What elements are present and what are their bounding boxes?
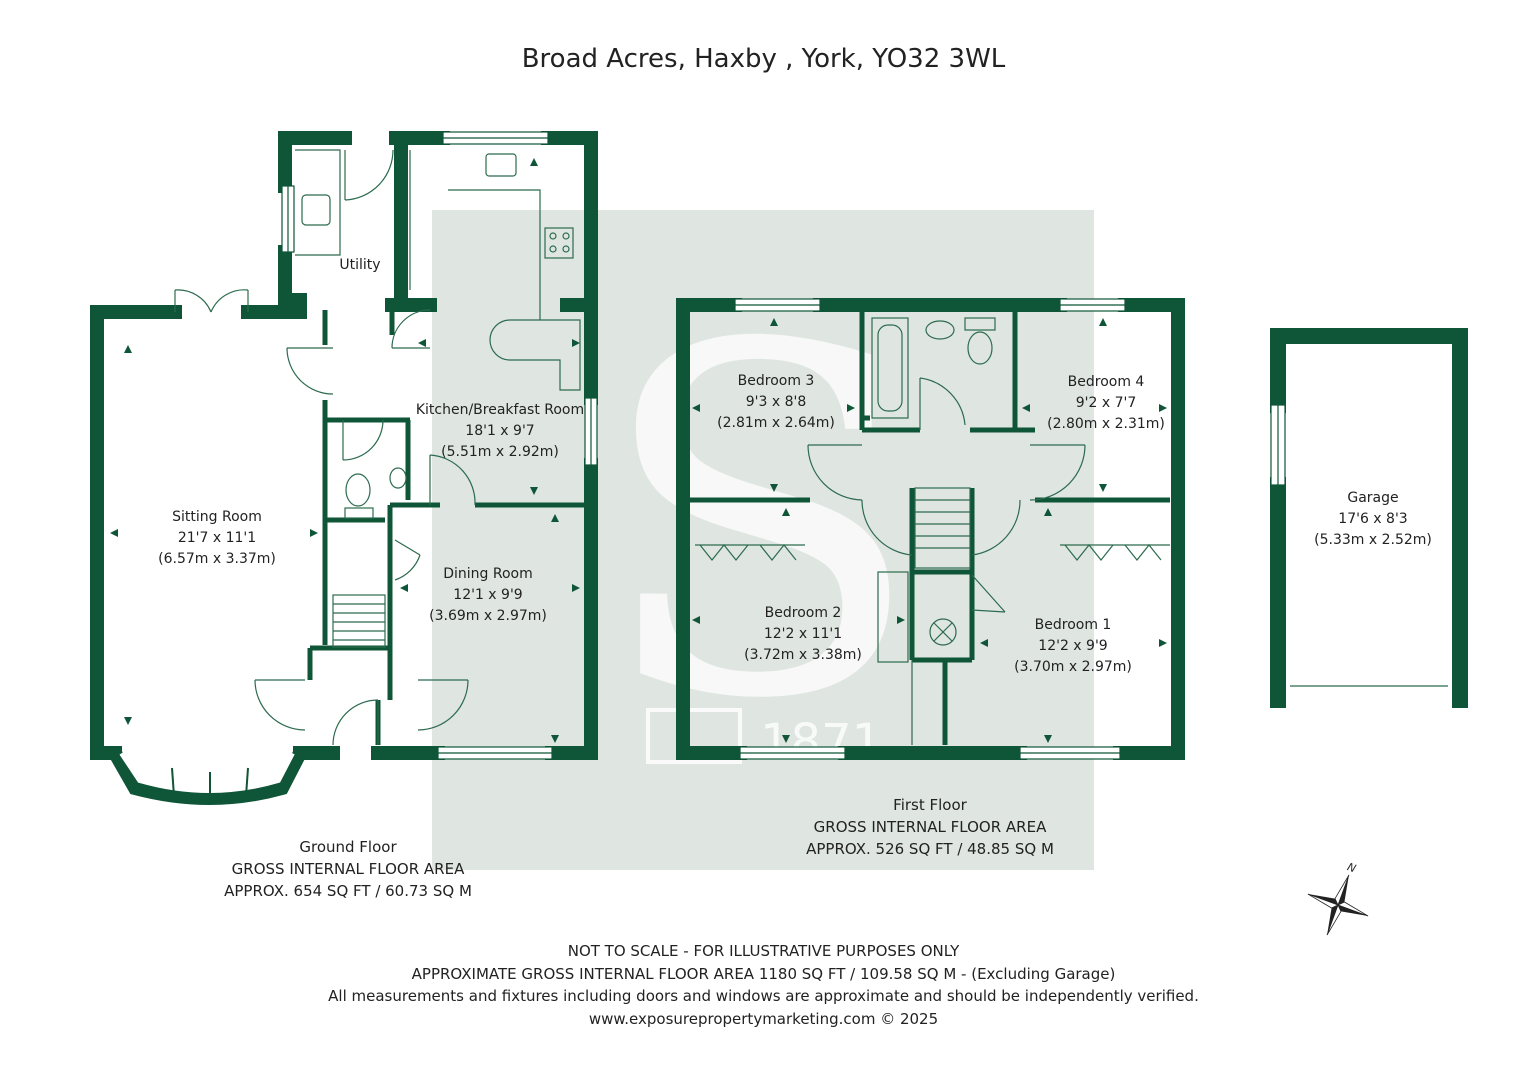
cylinder-cupboard xyxy=(877,571,957,663)
kitchen-fixtures xyxy=(409,150,581,391)
bedroom4-metric: (2.80m x 2.31m) xyxy=(1047,416,1165,432)
garage-name: Garage xyxy=(1347,490,1398,506)
wardrobes xyxy=(695,544,1170,561)
ground-floor-area: APPROX. 654 SQ FT / 60.73 SQ M xyxy=(224,882,472,900)
bedroom4-imperial: 9'2 x 7'7 xyxy=(1076,395,1137,411)
ground-floor-windows xyxy=(281,131,598,760)
bay-window xyxy=(108,749,307,805)
disclaimer-footer: NOT TO SCALE - FOR ILLUSTRATIVE PURPOSES… xyxy=(0,940,1527,1030)
bedroom1-name: Bedroom 1 xyxy=(1035,617,1112,633)
bedroom2-name: Bedroom 2 xyxy=(765,605,842,621)
ground-floor-walls xyxy=(90,131,598,760)
cylinder-icon xyxy=(929,618,957,646)
compass-rose-icon: N xyxy=(1307,860,1369,936)
sitting-name: Sitting Room xyxy=(172,509,262,525)
hob-ring-icon xyxy=(549,232,557,240)
footer-line-scale: NOT TO SCALE - FOR ILLUSTRATIVE PURPOSES… xyxy=(567,942,960,960)
utility-label: Utility xyxy=(339,257,380,273)
room-labels: Utility Kitchen/Breakfast Room 18'1 x 9'… xyxy=(158,257,1432,675)
bath-icon xyxy=(871,317,909,419)
first-floor-internal-walls xyxy=(690,312,1170,745)
page-title: Broad Acres, Haxby , York, YO32 3WL xyxy=(521,44,1006,74)
dining-metric: (3.69m x 2.97m) xyxy=(429,608,547,624)
garage-metric: (5.33m x 2.52m) xyxy=(1314,532,1432,548)
footer-line-total-area: APPROXIMATE GROSS INTERNAL FLOOR AREA 11… xyxy=(411,964,1116,983)
french-doors xyxy=(174,289,249,313)
utility-fixtures xyxy=(295,149,341,256)
kitchen-metric: (5.51m x 2.92m) xyxy=(441,444,559,460)
basin-icon xyxy=(925,320,955,340)
first-floor-windows xyxy=(734,298,1126,760)
hob-ring-icon xyxy=(562,245,570,253)
first-floor-area: APPROX. 526 SQ FT / 48.85 SQ M xyxy=(806,840,1054,858)
wc-fixture xyxy=(344,467,407,519)
first-floor-area-label: GROSS INTERNAL FLOOR AREA xyxy=(813,818,1047,836)
footer-line-disclaimer: All measurements and fixtures including … xyxy=(328,987,1199,1005)
kitchen-imperial: 18'1 x 9'7 xyxy=(465,423,534,439)
ground-floor-info: Ground Floor GROSS INTERNAL FLOOR AREA A… xyxy=(198,836,498,902)
first-floor-name: First Floor xyxy=(893,796,967,814)
bathroom-fixtures xyxy=(871,317,996,419)
ground-floor-doors xyxy=(254,149,476,746)
bedroom3-metric: (2.81m x 2.64m) xyxy=(717,415,835,431)
toilet-icon xyxy=(345,473,371,507)
first-floor-doors xyxy=(807,377,1086,613)
hob-ring-icon xyxy=(562,232,570,240)
garage-imperial: 17'6 x 8'3 xyxy=(1338,511,1407,527)
ground-floor-stairs xyxy=(332,594,386,648)
compass-north-label: N xyxy=(1345,860,1357,875)
ground-floor-plan xyxy=(90,131,598,805)
watermark-year: 1871 xyxy=(760,714,882,770)
bedroom1-metric: (3.70m x 2.97m) xyxy=(1014,659,1132,675)
sitting-imperial: 21'7 x 11'1 xyxy=(178,530,256,546)
first-floor-info: First Floor GROSS INTERNAL FLOOR AREA AP… xyxy=(770,794,1090,860)
bedroom1-imperial: 12'2 x 9'9 xyxy=(1038,638,1107,654)
bedroom3-name: Bedroom 3 xyxy=(738,373,815,389)
bedroom2-imperial: 12'2 x 11'1 xyxy=(764,626,842,642)
dimension-arrows xyxy=(110,158,1167,743)
footer-line-website: www.exposurepropertymarketing.com © 2025 xyxy=(588,1009,939,1028)
dining-imperial: 12'1 x 9'9 xyxy=(453,587,522,603)
toilet-icon xyxy=(967,331,993,365)
first-floor-plan xyxy=(676,298,1185,760)
watermark-badge xyxy=(646,708,742,764)
ground-floor-name: Ground Floor xyxy=(299,838,397,856)
sink-icon xyxy=(301,194,331,226)
sitting-metric: (6.57m x 3.37m) xyxy=(158,551,276,567)
ground-floor-area-label: GROSS INTERNAL FLOOR AREA xyxy=(231,860,465,878)
bedroom2-metric: (3.72m x 3.38m) xyxy=(744,647,862,663)
first-floor-stairs xyxy=(911,487,971,745)
watermark: S 1871 xyxy=(432,210,1094,870)
basin-icon xyxy=(389,467,407,489)
garage-plan xyxy=(1270,328,1468,708)
kitchen-name: Kitchen/Breakfast Room xyxy=(416,402,584,418)
dining-name: Dining Room xyxy=(443,566,533,582)
first-floor-walls xyxy=(676,298,1185,760)
bedroom4-name: Bedroom 4 xyxy=(1068,374,1145,390)
bedroom3-imperial: 9'3 x 8'8 xyxy=(746,394,807,410)
hob-ring-icon xyxy=(549,245,557,253)
